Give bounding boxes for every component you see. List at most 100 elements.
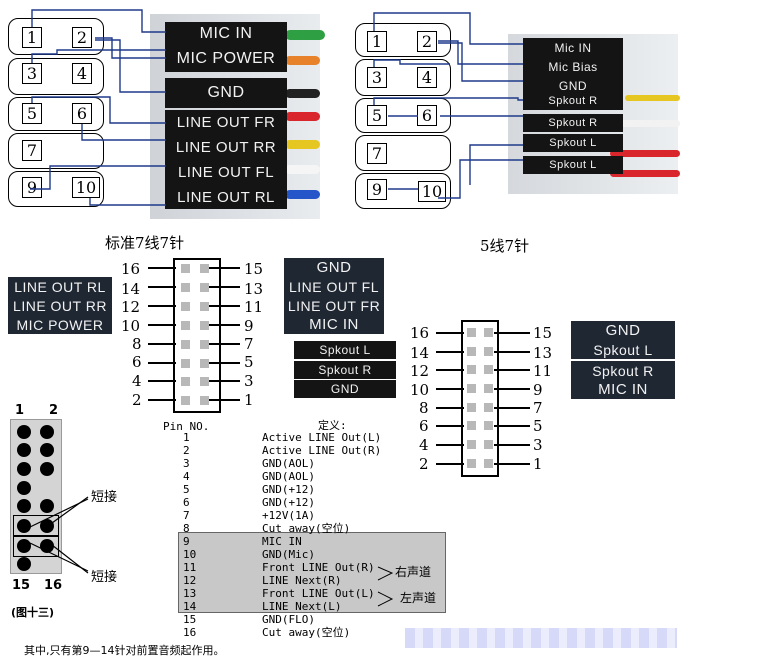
pin-square (484, 384, 493, 393)
right-channel-label: 右声道 (395, 565, 432, 579)
pin-number: 8 (419, 399, 429, 417)
right-side-label: MIC IN (571, 380, 675, 399)
table-row-pin: 6 (183, 496, 190, 509)
pin-number: 2 (72, 27, 92, 48)
pin-number: 10 (72, 177, 100, 198)
pin-number: 4 (72, 63, 92, 84)
table-row-pin: 10 (183, 548, 197, 561)
pin-number: 2 (419, 455, 429, 473)
pin-square (200, 340, 209, 349)
shorted-pins-box (13, 536, 59, 557)
table-row-pin: 13 (183, 587, 197, 600)
pin-square (467, 440, 476, 449)
table-row-definition: GND(Mic) (262, 548, 315, 561)
left-photo-caption: 标准7线7针 (105, 234, 185, 252)
pin-number: 10 (121, 317, 141, 335)
pin-square (181, 396, 190, 405)
pin-square (200, 321, 209, 330)
short-arrows (29, 496, 89, 574)
table-row-pin: 16 (183, 626, 197, 639)
table-row-definition: GND(FLO) (262, 613, 315, 626)
pin-square (467, 421, 476, 430)
pin-square (181, 321, 190, 330)
table-row-definition: GND(+12) (262, 496, 315, 509)
pin-number: 9 (244, 317, 254, 335)
pin-dot (17, 519, 31, 533)
table-row-definition: GND(+12) (262, 483, 315, 496)
definition-column-header: 定义: (318, 419, 347, 432)
pin-number: 6 (417, 105, 437, 126)
pin-number: 7 (533, 399, 543, 417)
lower-label: Spkout L (294, 341, 396, 359)
pin-dot (17, 481, 31, 495)
channel-arrows (377, 566, 394, 607)
table-row-definition: MIC IN (262, 535, 302, 548)
pin-square (467, 459, 476, 468)
pin-dot (40, 443, 54, 457)
pin-number: 10 (418, 181, 446, 202)
pin-number: 5 (533, 417, 543, 435)
pin-number: 9 (22, 177, 42, 198)
table-row-definition: Front LINE Out(L) (262, 587, 375, 600)
plug-label: GND (165, 78, 287, 108)
plug-label: Spkout L (523, 156, 623, 174)
pin-square (181, 302, 190, 311)
pin-number: 16 (44, 578, 63, 593)
footer-note: 其中,只有第9—14针对前置音频起作用。 (24, 644, 225, 657)
pin-number: 15 (244, 260, 264, 278)
table-row-definition: Active LINE Out(L) (262, 431, 382, 444)
header-pin-leads (148, 267, 240, 401)
pin-number: 4 (417, 67, 437, 88)
pin-dot (40, 519, 54, 533)
pin-number: 8 (132, 335, 142, 353)
pin-number: 1 (244, 391, 254, 409)
table-row-pin: 12 (183, 574, 197, 587)
table-row-pin: 2 (183, 444, 190, 457)
plug-label: MIC IN (165, 22, 287, 46)
table-row-definition: Cut away(空位) (262, 626, 351, 639)
wire-white (620, 120, 680, 127)
right-side-label: GND (284, 258, 384, 277)
wire-green (285, 30, 325, 40)
highlight-rows-9-14 (178, 532, 446, 613)
wire-routing-lines (373, 12, 523, 199)
wire-yellow (625, 95, 680, 101)
figure-caption: (图十三) (11, 606, 55, 619)
pin-square (200, 264, 209, 273)
table-row-pin: 4 (183, 470, 190, 483)
pin-number: 1 (533, 455, 543, 473)
pin-number: 16 (121, 260, 141, 278)
pin-number: 12 (410, 362, 430, 380)
table-row-pin: 3 (183, 457, 190, 470)
pin-number: 13 (244, 280, 264, 298)
table-row-pin: 15 (183, 613, 197, 626)
wire-red (285, 112, 320, 121)
plug-label: Spkout R (523, 92, 623, 110)
short-label: 短接 (91, 490, 118, 505)
table-row-pin: 5 (183, 483, 190, 496)
pin-number: 1 (22, 27, 42, 48)
wire-yellow (285, 140, 320, 149)
pin-dot (17, 443, 31, 457)
lower-label: GND (294, 380, 396, 398)
short-label: 短接 (91, 570, 118, 585)
pin-number: 4 (132, 372, 142, 390)
pin-number: 7 (244, 335, 254, 353)
pin-number: 9 (367, 179, 387, 200)
pin-number: 7 (367, 143, 387, 164)
plug-label: Spkout R (523, 114, 623, 132)
left-side-label: LINE OUT RL (8, 277, 112, 296)
pin-dot (17, 539, 31, 553)
pin-number: 15 (12, 578, 31, 593)
pin-number: 1 (367, 31, 387, 52)
pin-number: 4 (419, 436, 429, 454)
wire-red (610, 150, 680, 157)
pin-dot (40, 425, 54, 439)
pin-dot (17, 462, 31, 476)
pin-number: 10 (410, 381, 430, 399)
pin-header-outline (173, 258, 221, 413)
pin-dot (17, 557, 31, 571)
header-pin-leads (436, 332, 530, 465)
table-row-definition: GND(AOL) (262, 457, 315, 470)
wire-routing-lines (30, 9, 166, 206)
